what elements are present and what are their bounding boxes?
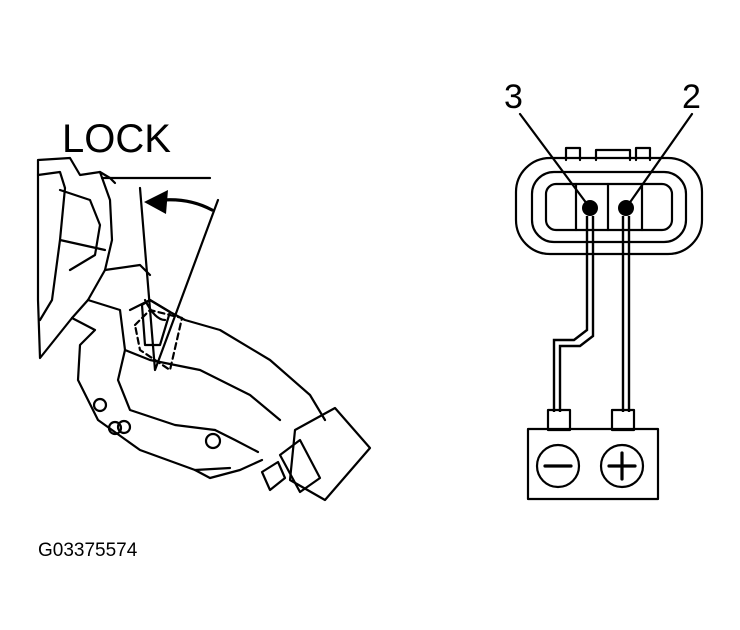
pin-label-3: 3: [504, 78, 523, 116]
battery: [526, 408, 660, 501]
sensor-connector-face: [514, 146, 704, 256]
negative-wire: [552, 216, 589, 412]
sensor-assembly-illustration: LOCK: [36, 117, 372, 502]
terminal-pin-2: [618, 200, 634, 216]
lock-lever: [138, 186, 220, 372]
plus-icon: [599, 443, 645, 489]
minus-icon: [535, 443, 581, 489]
figure-code: G03375574: [38, 540, 138, 561]
lock-label: LOCK: [62, 117, 171, 161]
pin-label-2: 2: [682, 78, 701, 116]
mounting-hole: [107, 420, 123, 436]
curved-arrow-left-icon: [144, 190, 214, 214]
sensor-connector: [288, 406, 372, 502]
mounting-hole: [92, 397, 108, 413]
mounting-hole: [204, 432, 222, 450]
terminal-pin-3: [582, 200, 598, 216]
lock-lever-outline: [133, 308, 184, 372]
mounting-hole: [116, 419, 132, 435]
connector-wiring-illustration: 3 2: [504, 78, 704, 501]
